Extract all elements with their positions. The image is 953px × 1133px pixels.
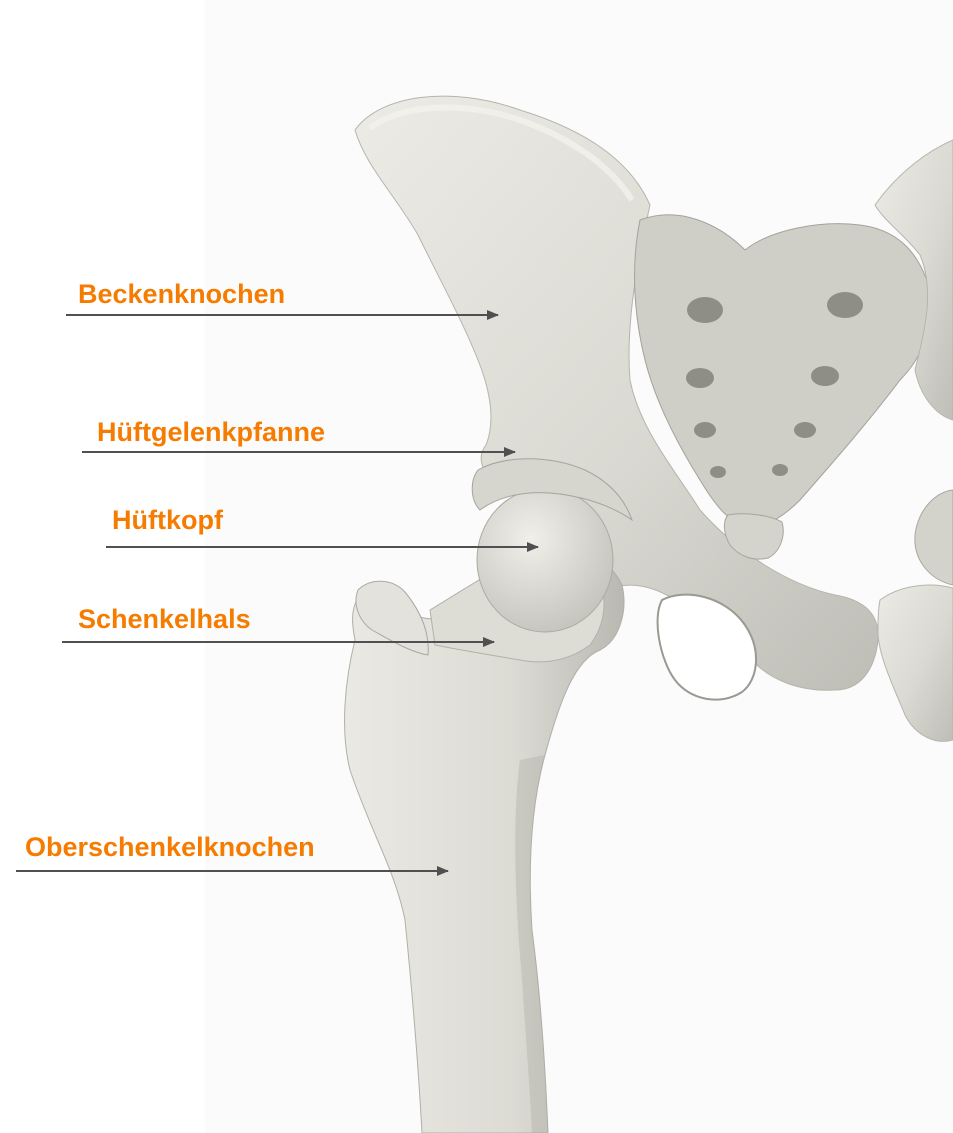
label-pelvis: Beckenknochen (78, 281, 285, 308)
label-femoral-neck: Schenkelhals (78, 606, 251, 633)
femoral-head-bone (477, 488, 613, 632)
label-femur: Oberschenkelknochen (25, 834, 315, 861)
label-acetabulum: Hüftgelenkpfanne (97, 419, 325, 446)
label-femoral-head: Hüftkopf (112, 507, 223, 534)
